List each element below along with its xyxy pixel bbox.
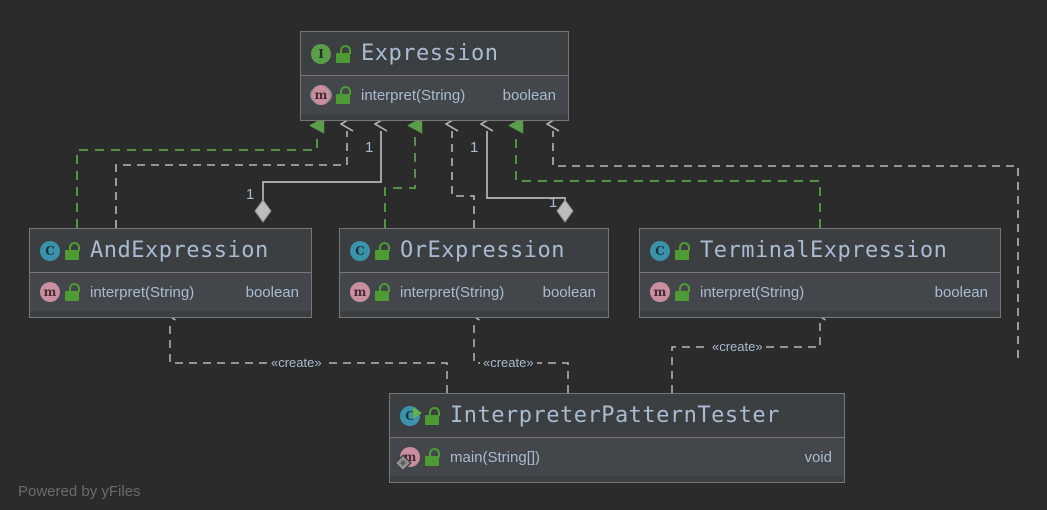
static-method-icon: m bbox=[394, 446, 421, 472]
multiplicity-label-and-diamond: 1 bbox=[246, 186, 255, 203]
member-name: interpret(String) bbox=[700, 283, 805, 301]
class-node-terminalexpression[interactable]: C TerminalExpression m interpret(String)… bbox=[639, 228, 1001, 318]
unlocked-padlock-icon bbox=[424, 406, 440, 425]
unlocked-padlock-icon bbox=[424, 448, 440, 466]
aggregation-and-diamond bbox=[254, 199, 272, 223]
class-header: C InterpreterPatternTester bbox=[390, 394, 844, 438]
member-type: boolean bbox=[934, 283, 988, 301]
multiplicity-label-or-diamond: 1 bbox=[549, 194, 558, 211]
member-name: interpret(String) bbox=[90, 283, 195, 301]
unlocked-padlock-icon bbox=[64, 283, 80, 301]
method-icon: m bbox=[349, 281, 371, 303]
create-label-or: «create» bbox=[480, 355, 537, 370]
class-name: InterpreterPatternTester bbox=[450, 403, 780, 428]
unlocked-padlock-icon bbox=[335, 44, 351, 63]
class-name: AndExpression bbox=[90, 238, 269, 263]
member-type: boolean bbox=[502, 86, 556, 104]
unlocked-padlock-icon bbox=[335, 86, 351, 104]
class-node-orexpression[interactable]: C OrExpression m interpret(String) boole… bbox=[339, 228, 609, 318]
class-node-interpreterpatterntester[interactable]: C InterpreterPatternTester m main(String… bbox=[389, 393, 845, 483]
runnable-class-icon: C bbox=[399, 405, 422, 427]
member-row[interactable]: m interpret(String) boolean bbox=[340, 273, 608, 311]
member-type: boolean bbox=[245, 283, 299, 301]
class-header: I Expression bbox=[301, 32, 568, 76]
method-icon: m bbox=[649, 281, 671, 303]
multiplicity-label-or-top: 1 bbox=[470, 139, 479, 156]
class-node-andexpression[interactable]: C AndExpression m interpret(String) bool… bbox=[29, 228, 312, 318]
member-name: main(String[]) bbox=[450, 448, 541, 466]
member-row[interactable]: m interpret(String) boolean bbox=[301, 76, 568, 114]
create-label-and: «create» bbox=[268, 355, 325, 370]
aggregation-or-diamond bbox=[556, 199, 574, 223]
class-icon: C bbox=[649, 240, 671, 262]
realization-or-expression bbox=[384, 133, 415, 228]
aggregation-and-expression bbox=[262, 131, 381, 210]
yfiles-watermark: Powered by yFiles bbox=[18, 483, 141, 500]
unlocked-padlock-icon bbox=[374, 241, 390, 260]
realization-and-expression bbox=[76, 133, 317, 228]
class-name: TerminalExpression bbox=[700, 238, 948, 263]
method-icon: m bbox=[39, 281, 61, 303]
dependency-and-expression bbox=[115, 131, 347, 228]
interface-icon: I bbox=[310, 43, 332, 65]
class-name: OrExpression bbox=[400, 238, 565, 263]
member-row[interactable]: m main(String[]) void bbox=[390, 438, 844, 476]
class-header: C AndExpression bbox=[30, 229, 311, 273]
class-header: C OrExpression bbox=[340, 229, 608, 273]
member-row[interactable]: m interpret(String) boolean bbox=[640, 273, 1000, 311]
create-dependency-terminal bbox=[671, 320, 820, 393]
unlocked-padlock-icon bbox=[674, 241, 690, 260]
unlocked-padlock-icon bbox=[674, 283, 690, 301]
class-icon: C bbox=[39, 240, 61, 262]
member-type: boolean bbox=[542, 283, 596, 301]
class-icon: C bbox=[349, 240, 371, 262]
member-name: interpret(String) bbox=[400, 283, 505, 301]
unlocked-padlock-icon bbox=[64, 241, 80, 260]
member-name: interpret(String) bbox=[361, 86, 466, 104]
class-name: Expression bbox=[361, 41, 499, 66]
create-label-terminal: «create» bbox=[709, 339, 766, 354]
class-header: C TerminalExpression bbox=[640, 229, 1000, 273]
multiplicity-label-and-top: 1 bbox=[365, 139, 374, 156]
class-node-expression[interactable]: I Expression m interpret(String) boolean bbox=[300, 31, 569, 121]
abstract-method-icon: m bbox=[310, 84, 332, 106]
realization-terminal-expression bbox=[516, 133, 821, 228]
member-row[interactable]: m interpret(String) boolean bbox=[30, 273, 311, 311]
member-type: void bbox=[804, 448, 832, 466]
unlocked-padlock-icon bbox=[374, 283, 390, 301]
